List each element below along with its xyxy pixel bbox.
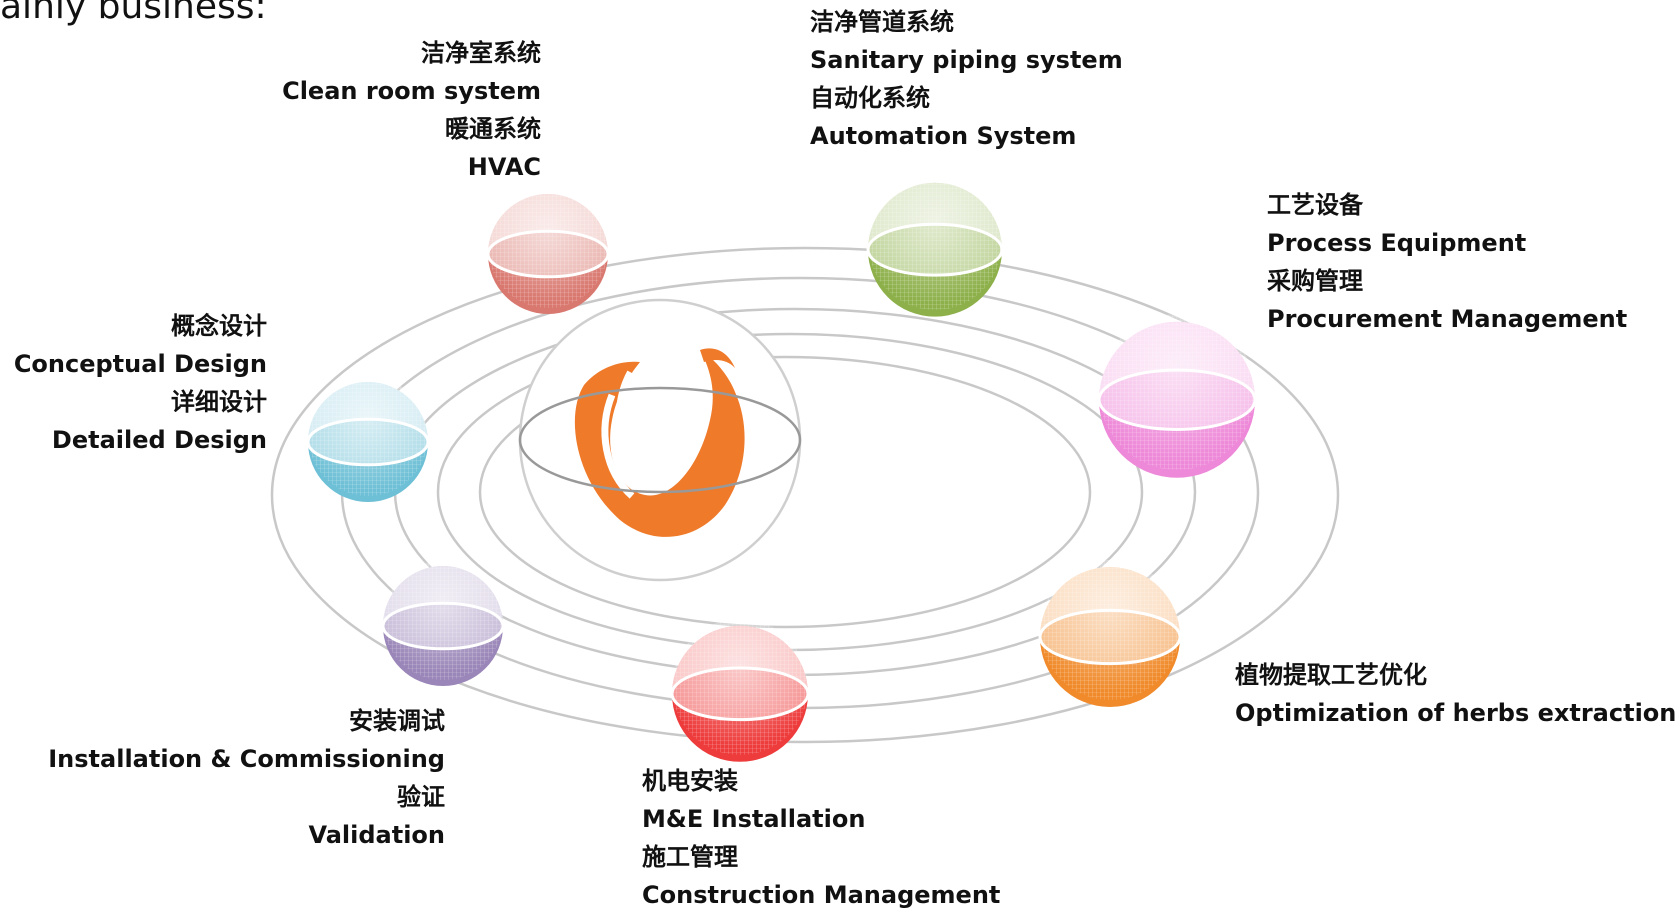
globe-process <box>1097 314 1257 478</box>
globe-cleanroom <box>486 188 610 314</box>
label-cleanroom: 洁净室系统 Clean room system 暖通系统 HVAC <box>282 39 541 181</box>
page-heading: ainly business: <box>0 0 267 27</box>
label-process: 工艺设备 Process Equipment 采购管理 Procurement … <box>1267 191 1628 333</box>
orbit-ring <box>270 246 1340 744</box>
globe-mne <box>670 619 810 762</box>
label-mne: 机电安装 M&E Installation 施工管理 Construction … <box>642 767 1001 909</box>
globe-herbs <box>1038 560 1182 707</box>
label-design: 概念设计 Conceptual Design 详细设计 Detailed Des… <box>13 312 267 454</box>
label-piping: 洁净管道系统 Sanitary piping system 自动化系统 Auto… <box>810 8 1123 150</box>
globe-piping <box>866 176 1004 317</box>
orbit-ring <box>478 355 1092 629</box>
globe-install <box>381 560 505 686</box>
globe-design <box>306 376 430 502</box>
center-logo-globe <box>518 298 802 582</box>
label-herbs: 植物提取工艺优化 Optimization of herbs extractio… <box>1235 661 1677 727</box>
label-install: 安装调试 Installation & Commissioning 验证 Val… <box>48 707 445 849</box>
